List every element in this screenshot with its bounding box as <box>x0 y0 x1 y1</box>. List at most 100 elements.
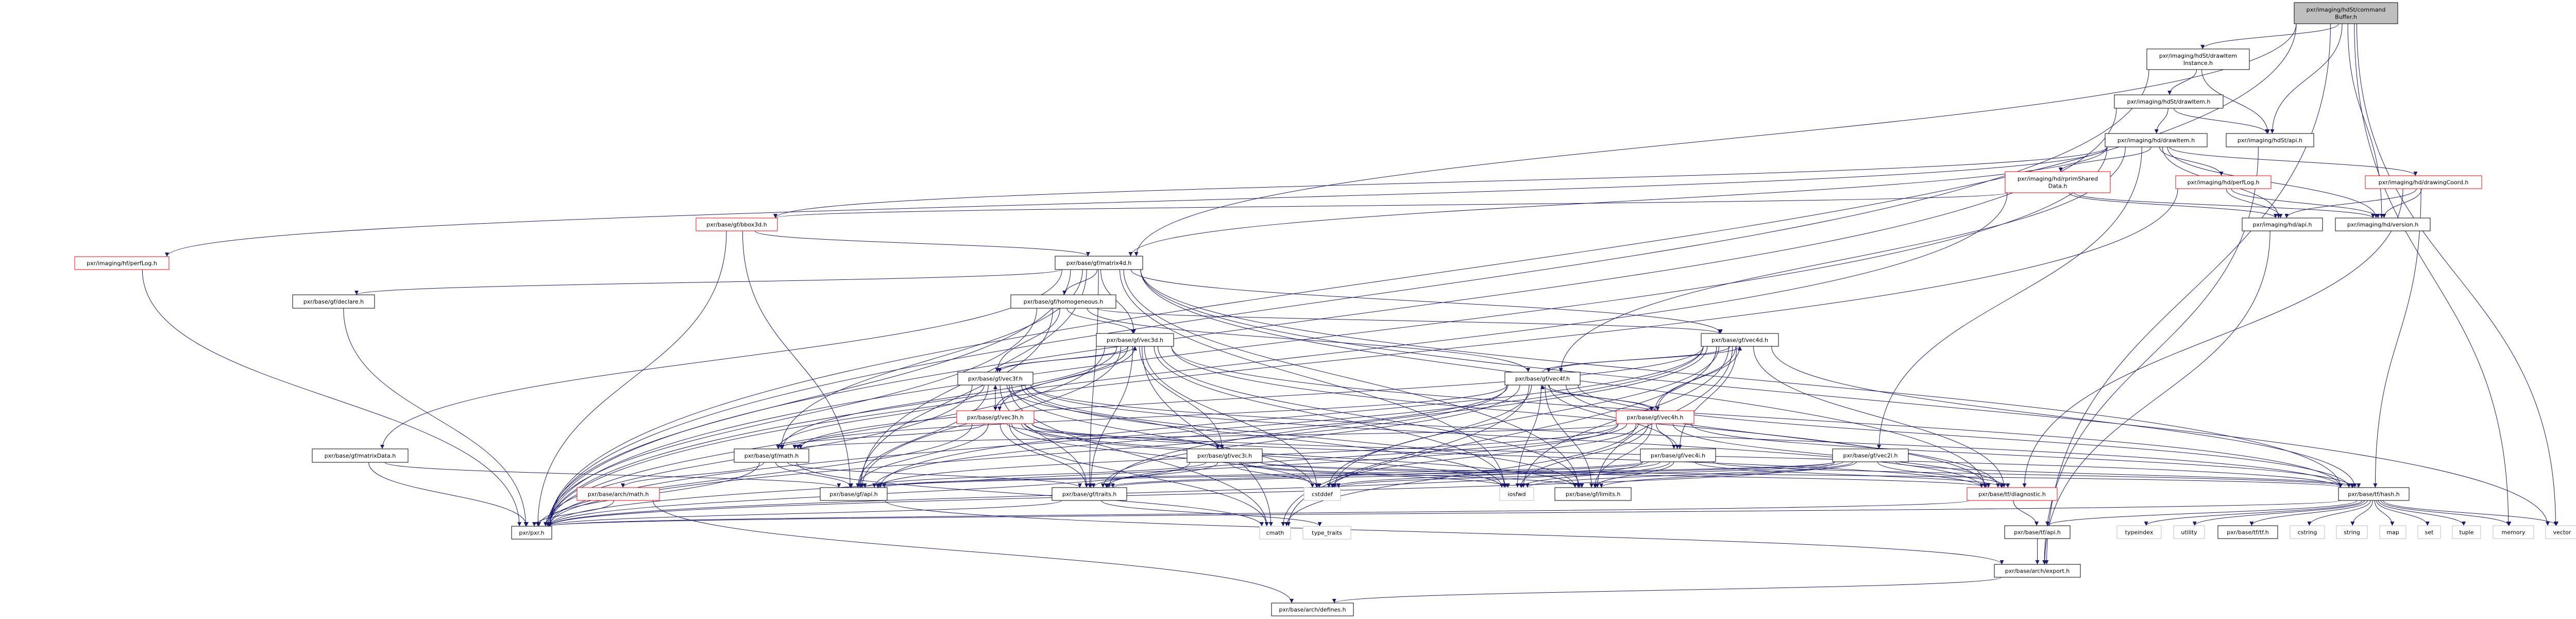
node-box <box>956 410 1035 424</box>
node-m4d[interactable]: pxr/base/gf/matrix4d.h <box>1055 256 1143 270</box>
node-set[interactable]: set <box>2417 525 2441 539</box>
node-label: pxr/base/gf/vec3d.h <box>1107 337 1163 344</box>
edge-v3i-to-diag <box>1260 462 1991 488</box>
node-box <box>1994 564 2081 578</box>
edge-v4i-to-hash <box>1713 461 2355 488</box>
node-dcoord[interactable]: pxr/imaging/hd/drawingCoord.h <box>2365 175 2482 189</box>
node-box <box>1271 603 1354 616</box>
node-label: pxr/base/arch/export.h <box>2005 568 2070 575</box>
node-label: pxr/imaging/hd/api.h <box>2253 222 2312 228</box>
edge-v4f-to-iosfwd <box>1515 384 1541 488</box>
node-label: iosfwd <box>1507 491 1526 498</box>
node-cmath[interactable]: cmath <box>1259 526 1291 540</box>
node-label: pxr/base/gf/vec4h.h <box>1627 414 1684 421</box>
node-v3h[interactable]: pxr/base/gf/vec3h.h <box>956 410 1035 424</box>
node-box <box>2493 525 2534 539</box>
node-box <box>1554 487 1632 501</box>
node-v3i[interactable]: pxr/base/gf/vec3i.h <box>1187 448 1263 463</box>
node-v3f[interactable]: pxr/base/gf/vec3f.h <box>957 372 1033 386</box>
edge-dcoord-to-diag <box>2022 188 2403 488</box>
node-v4d[interactable]: pxr/base/gf/vec4d.h <box>1701 333 1779 347</box>
node-box <box>957 372 1033 386</box>
node-ttraits[interactable]: type_traits <box>1302 526 1351 540</box>
node-typeindex[interactable]: typeindex <box>2116 525 2162 539</box>
node-pxr[interactable]: pxr/pxr.h <box>511 526 552 540</box>
node-hdver[interactable]: pxr/imaging/hd/version.h <box>2335 218 2431 231</box>
edge-hfperf-to-pxr <box>142 269 522 527</box>
node-cstddef[interactable]: cstddef <box>1303 487 1341 501</box>
node-v4h[interactable]: pxr/base/gf/vec4h.h <box>1616 410 1694 424</box>
node-label: cstring <box>2298 529 2317 536</box>
node-v2i[interactable]: pxr/base/gf/vec2i.h <box>1832 448 1909 462</box>
node-label: pxr/base/gf/traits.h <box>1062 491 1116 498</box>
node-mdata[interactable]: pxr/base/gf/matrixData.h <box>312 448 409 463</box>
edge-v4h-to-traits <box>1104 423 1628 488</box>
node-memory[interactable]: memory <box>2493 525 2534 539</box>
edge-cb-to-m4d <box>1134 23 2297 257</box>
node-label: pxr/imaging/hdSt/api.h <box>2238 137 2302 144</box>
node-export[interactable]: pxr/base/arch/export.h <box>1994 564 2081 578</box>
node-utility[interactable]: utility <box>2173 525 2205 539</box>
edge-hddi-to-m4d <box>1128 146 2108 257</box>
node-v4i[interactable]: pxr/base/gf/vec4i.h <box>1640 448 1716 462</box>
edge-v4h-to-pxr <box>548 423 1619 527</box>
node-v3d[interactable]: pxr/base/gf/vec3d.h <box>1096 333 1174 347</box>
node-box <box>1096 333 1174 347</box>
edge-hash-to-utility <box>2192 500 2365 526</box>
node-hdapi[interactable]: pxr/imaging/hd/api.h <box>2242 218 2323 231</box>
node-label: pxr/base/gf/bbox3d.h <box>706 222 767 228</box>
node-limits[interactable]: pxr/base/gf/limits.h <box>1554 487 1632 501</box>
node-hddi[interactable]: pxr/imaging/hd/drawItem.h <box>2105 133 2208 147</box>
node-string[interactable]: string <box>2336 525 2368 539</box>
node-map[interactable]: map <box>2379 525 2406 539</box>
edge-decl-to-pxr <box>343 308 528 527</box>
node-hash[interactable]: pxr/base/tf/hash.h <box>2338 487 2410 501</box>
node-hfperf[interactable]: pxr/imaging/hf/perfLog.h <box>74 256 170 270</box>
node-label: pxr/imaging/hdSt/command <box>2307 7 2386 13</box>
node-vector[interactable]: vector <box>2545 525 2576 539</box>
edge-v4f-to-hash <box>1578 384 2351 488</box>
node-gmath[interactable]: pxr/base/gf/math.h <box>734 448 809 463</box>
node-v4f[interactable]: pxr/base/gf/vec4f.h <box>1504 372 1581 386</box>
node-decl[interactable]: pxr/base/gf/declare.h <box>292 294 375 309</box>
edge-v3f-to-diag <box>1030 384 1984 488</box>
node-label: pxr/imaging/hd/version.h <box>2347 222 2418 228</box>
node-tfapi[interactable]: pxr/base/tf/api.h <box>2004 525 2071 539</box>
node-tf[interactable]: pxr/base/tf/tf.h <box>2217 525 2278 539</box>
node-box <box>292 294 375 309</box>
node-iosfwd[interactable]: iosfwd <box>1499 487 1534 501</box>
edge-v3h-to-v3d <box>995 346 1137 411</box>
edge-gmath-to-traits <box>787 462 1082 488</box>
edge-cb-to-vector <box>2356 23 2558 526</box>
node-label: cstddef <box>1312 491 1333 498</box>
node-tuple[interactable]: tuple <box>2452 525 2481 539</box>
edge-hash-to-memory <box>2380 500 2512 526</box>
node-box <box>820 487 888 501</box>
edge-v4f-to-v4d <box>1542 346 1742 373</box>
edge-dii-to-pxr <box>548 69 2149 527</box>
node-hdstapi[interactable]: pxr/imaging/hdSt/api.h <box>2226 133 2314 147</box>
node-gapi[interactable]: pxr/base/gf/api.h <box>820 487 888 501</box>
node-box <box>1640 448 1716 462</box>
node-label: pxr/base/gf/vec2i.h <box>1843 453 1897 459</box>
edge-dcoord-to-hdver <box>2382 188 2422 219</box>
node-hdperf[interactable]: pxr/imaging/hd/perfLog.h <box>2175 175 2272 189</box>
node-box <box>2242 218 2323 231</box>
edge-v4h-to-cstddef <box>1330 423 1639 488</box>
node-traits[interactable]: pxr/base/gf/traits.h <box>1052 487 1127 501</box>
edge-v3i-to-hash <box>1260 462 2343 488</box>
edge-amath-to-defines <box>652 500 1294 604</box>
node-label: set <box>2425 529 2434 536</box>
node-hdstdi[interactable]: pxr/imaging/hdSt/drawItem.h <box>2114 94 2224 109</box>
node-label: pxr/base/tf/hash.h <box>2348 491 2399 498</box>
node-cstring[interactable]: cstring <box>2290 525 2325 539</box>
node-diag[interactable]: pxr/base/tf/diagnostic.h <box>1967 487 2058 501</box>
node-bbox[interactable]: pxr/base/gf/bbox3d.h <box>696 218 778 231</box>
node-defines[interactable]: pxr/base/arch/defines.h <box>1271 603 1354 616</box>
node-homog[interactable]: pxr/base/gf/homogeneous.h <box>1010 294 1116 309</box>
edge-v3i-to-traits <box>1091 462 1218 488</box>
node-amath[interactable]: pxr/base/arch/math.h <box>577 487 660 501</box>
